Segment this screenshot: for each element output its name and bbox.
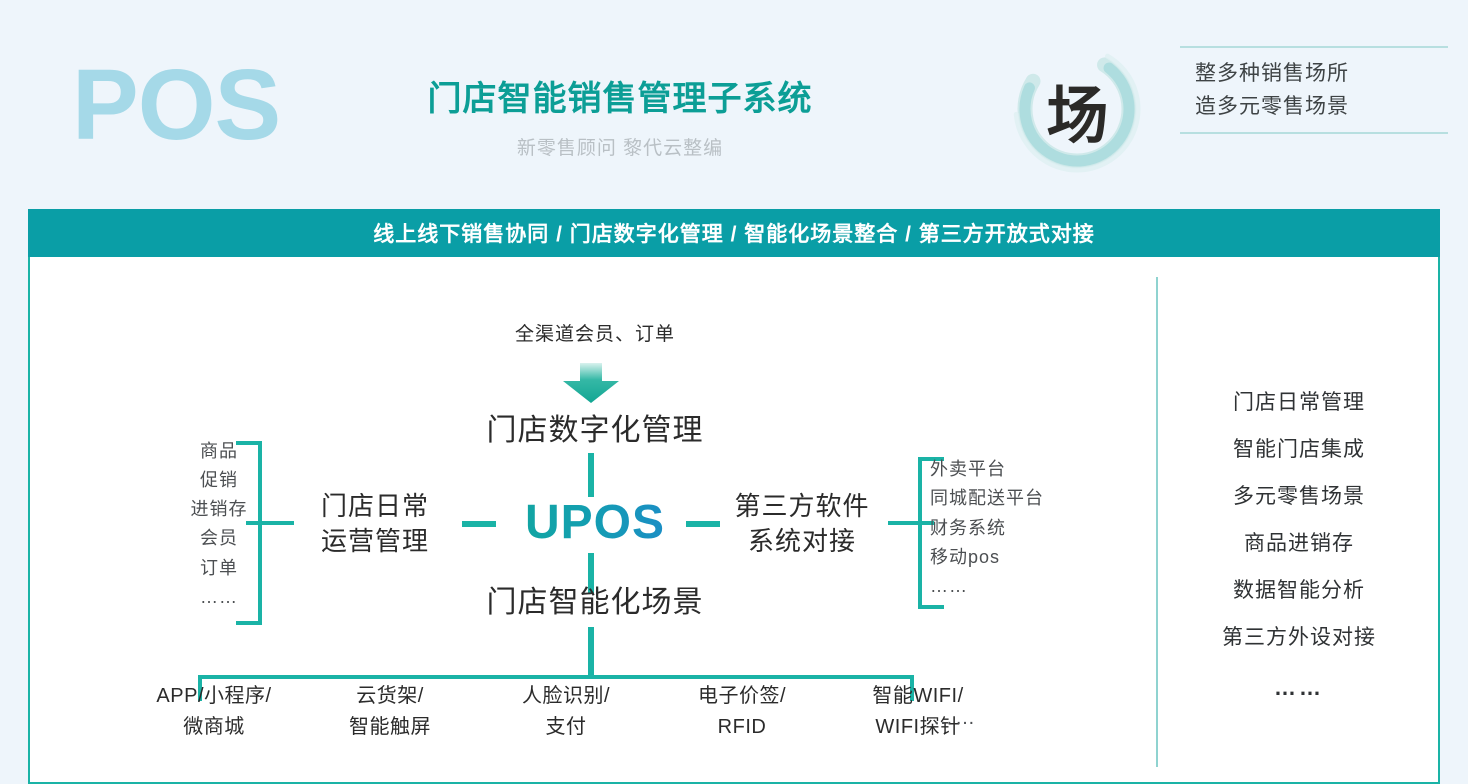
scene-item-line-1: 云货架/ [356,685,424,707]
scene-item-row: APP/小程序/ 微商城 云货架/ 智能触屏 人脸识别/ 支付 电子价签/ RF… [126,681,1006,743]
list-item: …… [930,576,968,597]
panel-divider [1156,277,1158,767]
badge-text-block: 整多种销售场所 造多元零售场景 [1180,46,1450,135]
node-bottom-label: 门店智能化场景 [486,586,704,619]
scene-item-line-2: 微商城 [183,716,245,738]
badge-line-2: 造多元零售场景 [1195,94,1349,118]
node-right-line-2: 系统对接 [747,526,856,557]
node-left-line-1: 门店日常 [320,491,429,521]
architecture-diagram: 全渠道会员、订单 门店数字化管理 门店智能化场景 门店日常 运营管理 第三方软件… [30,257,1156,784]
title-block: 门店智能销售管理子系统 新零售顾问 黎代云整编 [330,78,910,160]
left-bracket-spine [258,441,262,625]
sidebar-item-5: 第三方外设对接 [1222,626,1376,649]
badge-rule-bottom [1180,132,1448,135]
node-left-line-2: 运营管理 [320,526,429,557]
badge-rule-top [1180,46,1448,48]
list-item: 促销 [200,470,238,491]
badge-line-1: 整多种销售场所 [1195,62,1349,85]
inflow-label: 全渠道会员、订单 [514,324,675,345]
scene-item-line-2: 支付 [545,716,587,738]
sidebar-item-2: 多元零售场景 [1233,485,1365,508]
sidebar-item-4: 数据智能分析 [1233,579,1365,602]
scene-item-line-2: 智能触屏 [349,716,431,738]
scene-item-line-1: 人脸识别/ [521,685,611,707]
sidebar-item-3: 商品进销存 [1244,532,1354,555]
scene-item-line-1: APP/小程序/ [156,685,272,707]
left-item-list: 商品 促销 进销存 会员 订单 …… [178,437,260,612]
node-top-label: 门店数字化管理 [486,414,704,447]
bottom-bracket-left-tip [198,675,202,701]
scene-item: 电子价签/ RFID [654,681,830,743]
connector-bottom-vertical [588,553,594,593]
sidebar-item-1: 智能门店集成 [1233,438,1365,461]
scene-item-line-1: 智能WIFI/ [872,685,964,707]
capability-sidebar: 门店日常管理 智能门店集成 多元零售场景 商品进销存 数据智能分析 第三方外设对… [1158,257,1440,784]
list-item: …… [200,586,238,607]
badge-character: 场 [1046,78,1109,152]
bottom-bracket-right-tip [910,675,914,701]
right-bracket-top-tip [918,457,944,461]
list-item: 财务系统 [930,517,1006,538]
list-item: 同城配送平台 [930,488,1044,509]
list-item: 订单 [200,557,238,578]
inflow-arrow-icon [563,363,619,403]
scene-item: 云货架/ 智能触屏 [302,681,478,743]
left-bracket-bottom-tip [236,621,262,625]
connector-right-stub [888,521,934,525]
scene-item-line-1: 电子价签/ [697,685,787,707]
list-item: 进销存 [190,499,248,520]
connector-right-horizontal [686,521,720,527]
list-item: 移动pos [930,546,1001,567]
pos-logo: POS [72,49,281,161]
connector-scene-vertical [588,627,594,677]
connector-top-vertical [588,453,594,497]
connector-left-stub [246,521,294,525]
capability-list: 门店日常管理 智能门店集成 多元零售场景 商品进销存 数据智能分析 第三方外设对… [1158,379,1440,701]
scene-item: 智能WIFI/ WIFI探针 [830,681,1006,743]
brush-circle-icon [1010,42,1145,177]
sidebar-ellipsis: …… [1274,675,1324,700]
page-subtitle: 新零售顾问 黎代云整编 [516,137,724,159]
node-right-label: 第三方软件 系统对接 [712,489,892,559]
list-item: 外卖平台 [930,459,1006,479]
center-node-upos: UPOS [485,495,705,550]
scene-item: 人脸识别/ 支付 [478,681,654,743]
sidebar-item-0: 门店日常管理 [1233,391,1365,414]
page-title: 门店智能销售管理子系统 [427,80,813,118]
bottom-bracket-spine [198,675,914,679]
left-bracket-top-tip [236,441,262,445]
feature-banner: 线上线下销售协同 / 门店数字化管理 / 智能化场景整合 / 第三方开放式对接 [28,209,1440,257]
right-item-list: 外卖平台 同城配送平台 财务系统 移动pos …… [930,455,1120,602]
connector-left-horizontal [462,521,496,527]
right-bracket-spine [918,457,922,609]
right-bracket-bottom-tip [918,605,944,609]
scene-badge: 场 整多种销售场所 造多元零售场景 [1010,42,1450,190]
scene-item-line-2: RFID [717,716,767,738]
header: POS 门店智能销售管理子系统 新零售顾问 黎代云整编 场 整多种销售场所 造多… [0,0,1468,196]
scene-item: APP/小程序/ 微商城 [126,681,302,743]
node-right-line-1: 第三方软件 [734,491,870,521]
scene-item-ellipsis: …… [933,707,977,729]
content-panel: 全渠道会员、订单 门店数字化管理 门店智能化场景 门店日常 运营管理 第三方软件… [28,257,1440,784]
scene-item-line-2: WIFI探针 [875,716,961,738]
list-item: 会员 [200,528,238,549]
node-left-label: 门店日常 运营管理 [290,489,460,559]
list-item: 商品 [200,441,238,461]
